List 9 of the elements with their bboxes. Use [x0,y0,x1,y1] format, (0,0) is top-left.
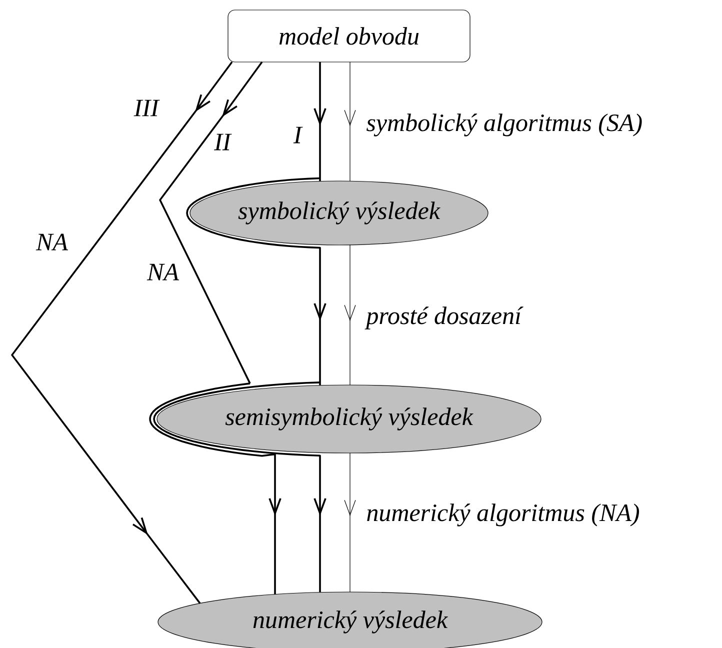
edge-label: II [213,132,232,152]
edge-label: I [292,126,303,144]
edge-label: III [132,98,160,118]
edge-label: symbolický algoritmus (SA) [365,112,644,138]
process-box: model obvodu [228,10,470,62]
path-label: NA [146,264,180,280]
edge-label: prosté dosazení [364,306,524,330]
path-label: NA [36,234,68,250]
edge-label: numerický algoritmus (NA) [365,502,641,528]
